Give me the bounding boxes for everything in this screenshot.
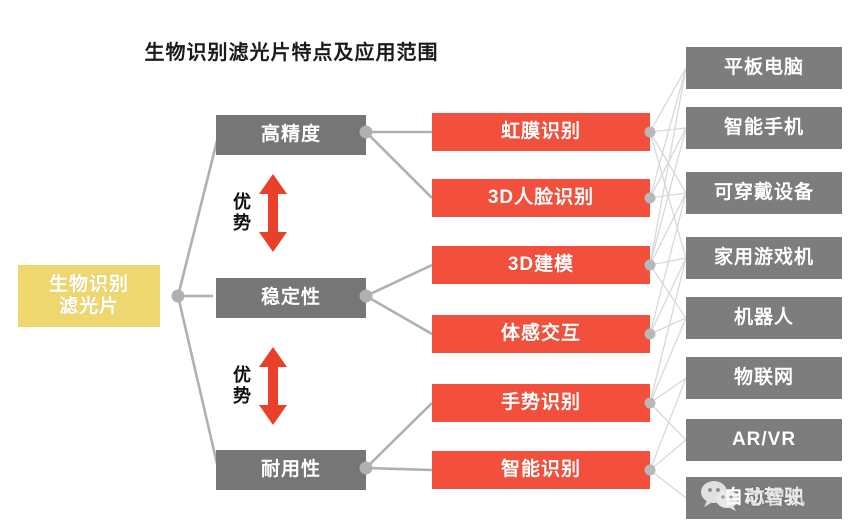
application-node-motion-interaction[interactable]: 体感交互 [432,315,650,353]
usecase-label: 家用游戏机 [713,246,814,268]
application-dot-iris-recognition [644,126,656,138]
feature-label: 耐用性 [260,458,321,480]
usecase-label: 机器人 [733,306,794,328]
application-dot-3d-face-recognition [644,192,656,204]
application-dot-motion-interaction [644,328,656,340]
application-label: 手势识别 [500,391,581,413]
advantage-marker-upper: 优势 [231,172,290,254]
application-label: 虹膜识别 [500,120,581,142]
root-label-line2: 滤光片 [58,296,119,317]
usecase-node-robot[interactable]: 机器人 [686,297,842,339]
application-node-3d-modeling[interactable]: 3D建模 [432,246,650,284]
application-node-3d-face-recognition[interactable]: 3D人脸识别 [432,179,650,217]
usecase-label: 平板电脑 [723,56,804,78]
usecase-label: AR/VR [731,428,797,450]
application-label: 3D建模 [507,253,575,275]
feature-node-durability[interactable]: 耐用性 [216,450,366,490]
feature-label: 高精度 [260,123,321,145]
page-title: 生物识别滤光片特点及应用范围 [144,42,439,64]
application-label: 智能识别 [500,458,581,480]
usecase-node-game-console[interactable]: 家用游戏机 [686,237,842,279]
feature-dot-high-precision [359,125,373,139]
usecase-label: 可穿戴设备 [713,181,814,203]
advantage-marker-lower: 优势 [231,345,290,427]
usecase-node-smartphone[interactable]: 智能手机 [686,107,842,149]
advantage-label: 优势 [231,365,251,407]
root-connector-dot [171,289,185,303]
feature-node-stability[interactable]: 稳定性 [216,278,366,318]
application-node-iris-recognition[interactable]: 虹膜识别 [432,113,650,151]
advantage-label: 优势 [231,192,251,234]
usecase-label: 智能手机 [723,116,804,138]
application-node-gesture-recognition[interactable]: 手势识别 [432,384,650,422]
usecase-node-wearable[interactable]: 可穿戴设备 [686,172,842,214]
double-arrow-icon [259,347,287,425]
feature-dot-durability [359,461,373,475]
usecase-node-ar-vr[interactable]: AR/VR [686,419,842,461]
usecase-node-iot[interactable]: 物联网 [686,357,842,399]
application-dot-gesture-recognition [644,397,656,409]
usecase-node-tablet[interactable]: 平板电脑 [686,47,842,89]
root-label-line1: 生物识别 [48,273,129,295]
feature-node-high-precision[interactable]: 高精度 [216,115,366,155]
usecase-label: 物联网 [733,366,794,388]
application-node-smart-recognition[interactable]: 智能识别 [432,451,650,489]
double-arrow-icon [259,174,287,252]
feature-label: 稳定性 [260,286,321,308]
usecase-label: 自动驾驶 [723,486,804,508]
root-node[interactable]: 生物识别 滤光片 [18,265,160,327]
application-dot-smart-recognition [644,464,656,476]
usecase-node-autonomous-driving[interactable]: 自动驾驶 [686,477,842,519]
application-dot-3d-modeling [644,259,656,271]
application-label: 体感交互 [500,322,581,344]
feature-dot-stability [359,289,373,303]
application-label: 3D人脸识别 [487,186,595,208]
